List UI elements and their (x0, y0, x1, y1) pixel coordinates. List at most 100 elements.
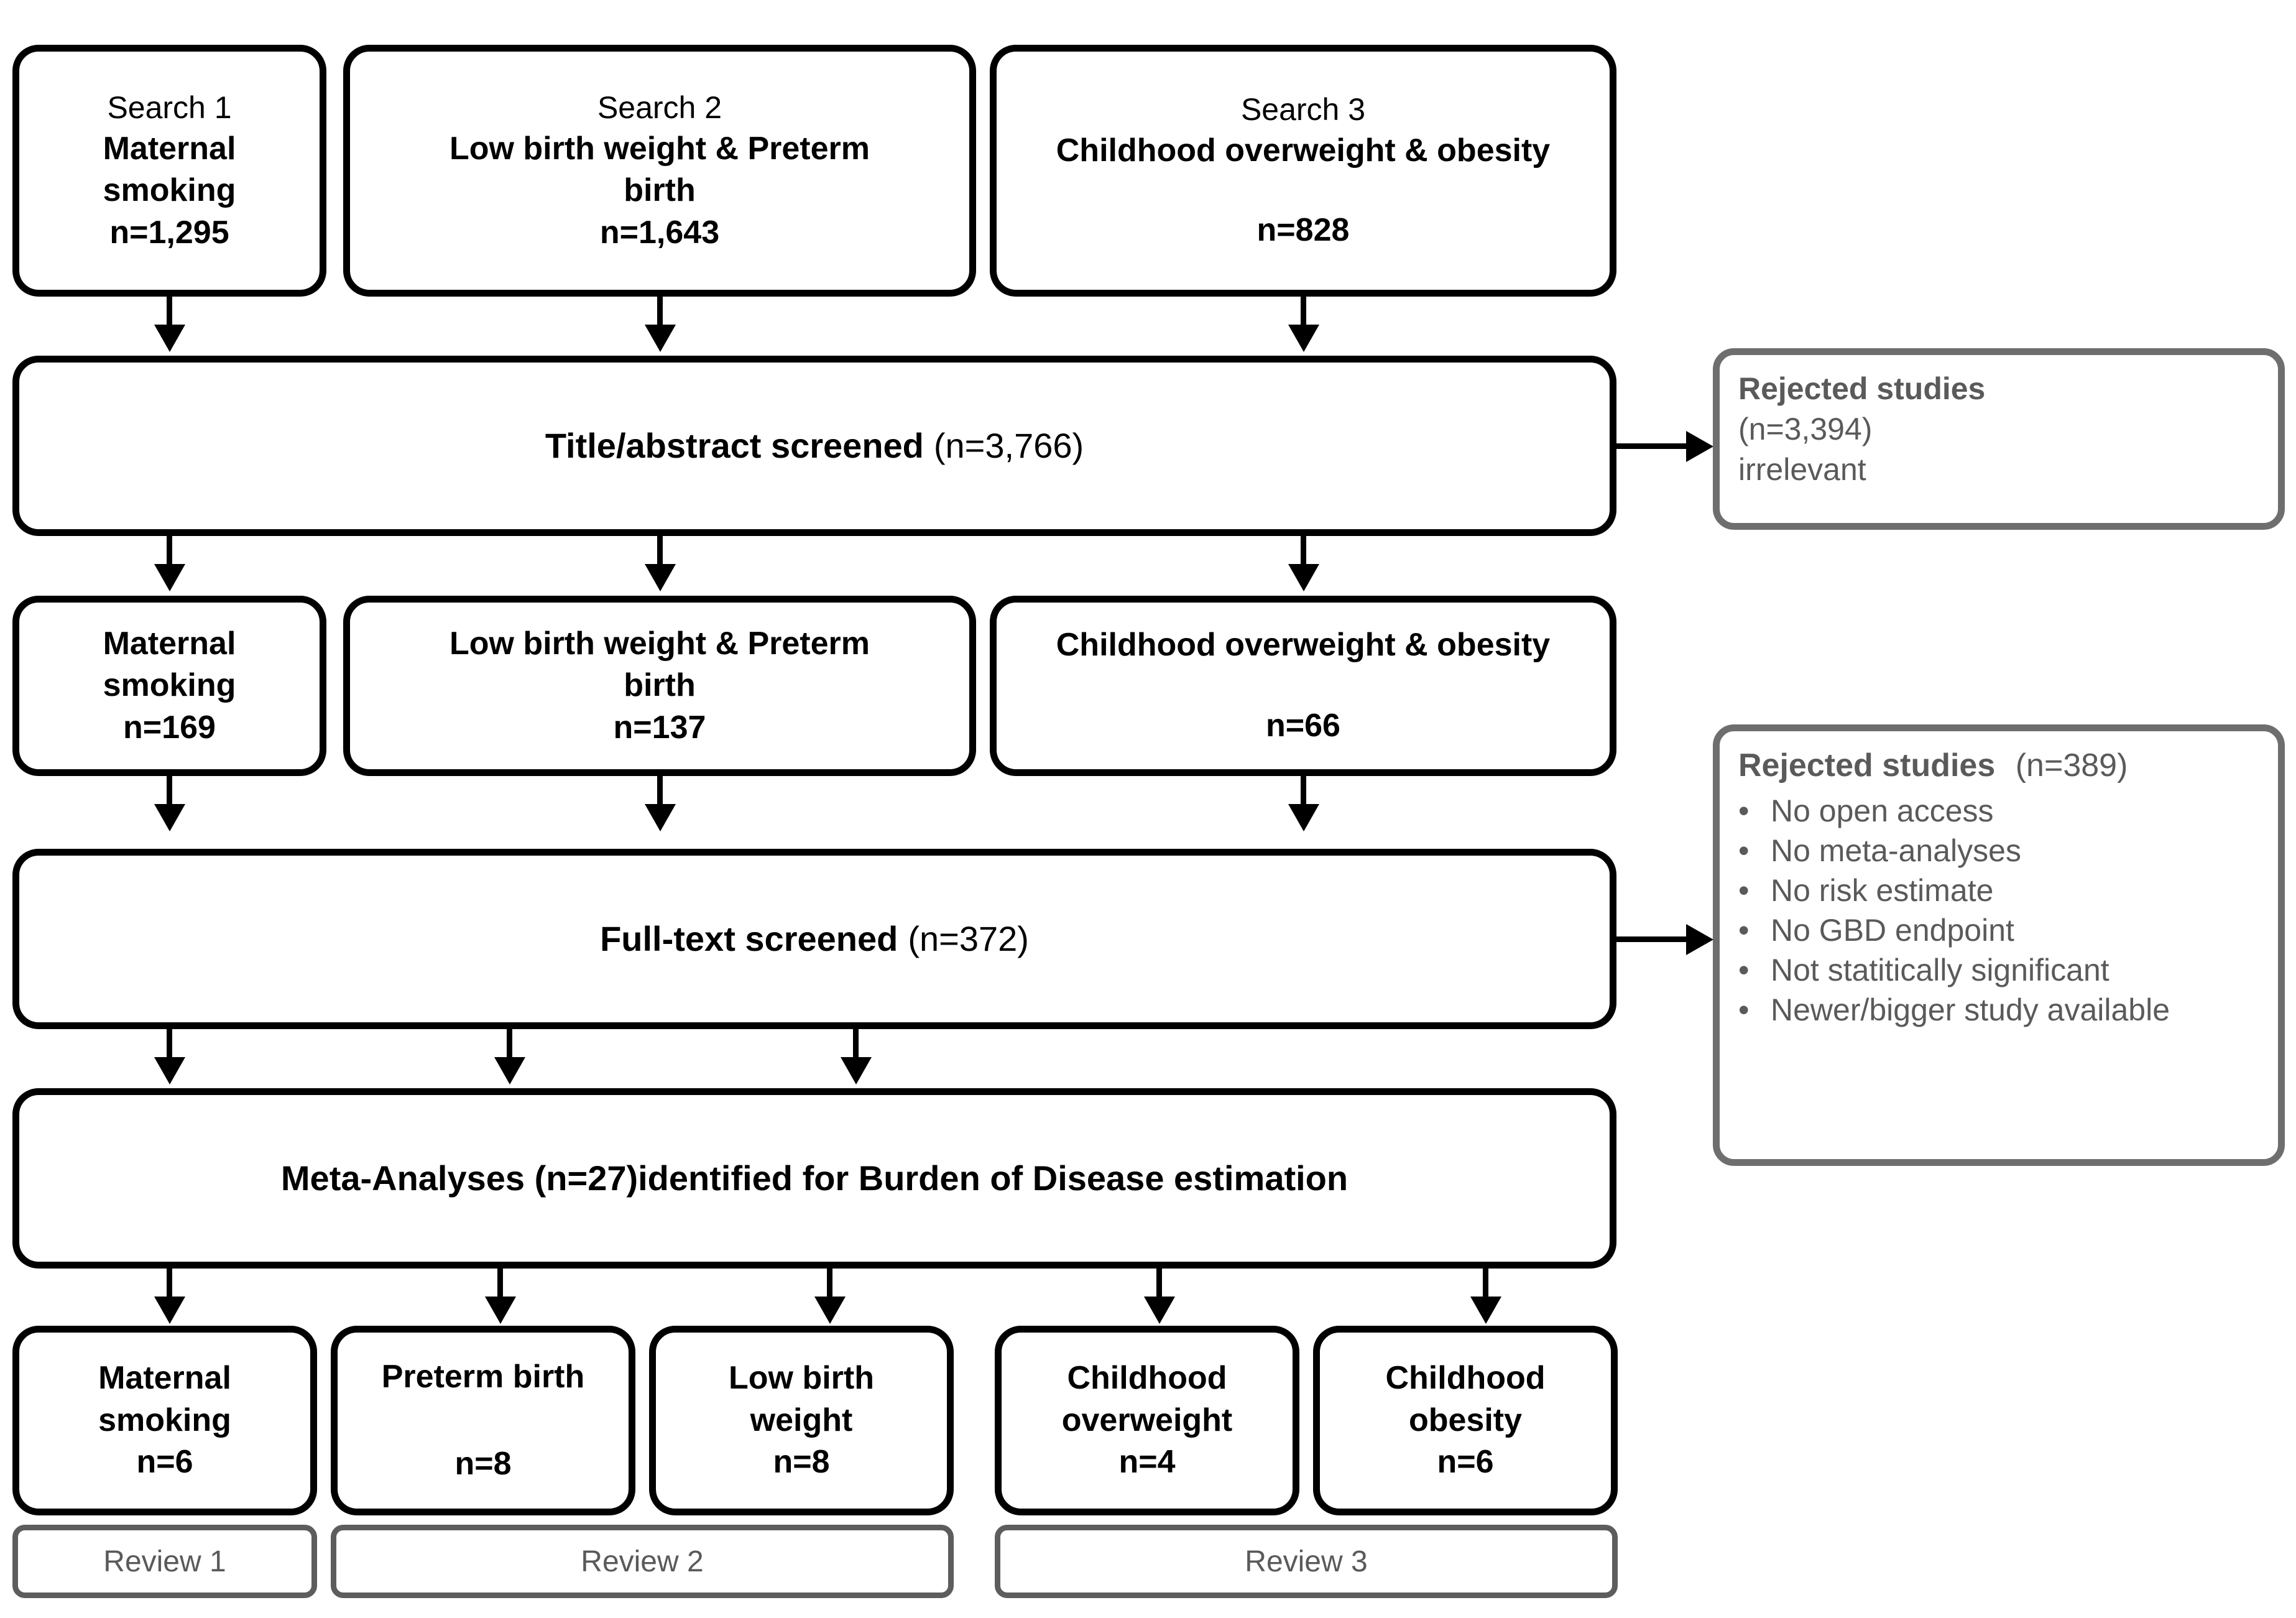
list-item: • Newer/bigger study available (1738, 990, 2261, 1030)
connector-outcome2-down (497, 1269, 503, 1307)
full-text-count: (n=372) (908, 918, 1029, 958)
outcome-box-1-count: n=6 (136, 1444, 193, 1481)
connector-search2-down (657, 297, 663, 335)
review-band-3: Review 3 (995, 1525, 1618, 1598)
outcome-box-2-count: n=8 (454, 1445, 512, 1482)
connector-outcome5-down (1483, 1269, 1488, 1307)
arrow-search1-down (154, 325, 185, 352)
review-band-2-label: Review 2 (581, 1545, 704, 1578)
connector-fulltext3-down (1301, 776, 1306, 815)
bullet-icon: • (1738, 833, 1750, 868)
search-box-3-count: n=828 (1256, 212, 1350, 248)
full-text-screened-box: Full-text screened (n=372) (12, 849, 1616, 1029)
topic-box-2-line1: Low birth weight & Preterm (449, 625, 870, 662)
connector-topic3-down (1301, 536, 1306, 575)
arrow-outcome1-down (154, 1297, 185, 1324)
connector-fulltext1-down (167, 776, 172, 815)
outcome-box-5-count: n=6 (1437, 1444, 1494, 1481)
connector-fulltext2-down (657, 776, 663, 815)
search-box-2: Search 2 Low birth weight & Preterm birt… (343, 45, 976, 297)
rejected-studies-box-1: Rejected studies (n=3,394) irrelevant (1713, 348, 2285, 530)
connector-outcome3-down (827, 1269, 832, 1307)
bullet-icon: • (1738, 952, 1750, 987)
arrow-meta3-down (841, 1057, 872, 1084)
arrow-meta1-down (154, 1057, 185, 1084)
connector-search3-down (1301, 297, 1306, 335)
arrow-topic3-down (1288, 564, 1319, 591)
connector-search1-down (167, 297, 172, 335)
rejected2-header-row: Rejected studies (n=389) (1738, 745, 2261, 787)
topic-box-2-line2: birth (624, 667, 696, 704)
outcome-box-low-birth-weight: Low birth weight n=8 (649, 1326, 954, 1515)
arrow-search3-down (1288, 325, 1319, 352)
arrow-outcome5-down (1470, 1297, 1501, 1324)
rejected2-item-1: No meta-analyses (1771, 833, 2021, 868)
meta-analyses-rest: identified for Burden of Disease estimat… (638, 1158, 1349, 1198)
outcome-box-3-line2: weight (750, 1402, 853, 1438)
search-box-2-title: Search 2 (597, 90, 722, 125)
outcome-box-4-count: n=4 (1118, 1444, 1176, 1481)
search-box-2-line2: Low birth weight & Preterm (449, 130, 870, 167)
arrow-rejected2-right (1686, 924, 1713, 955)
outcome-box-3-line1: Low birth (729, 1360, 874, 1397)
bullet-icon: • (1738, 793, 1750, 828)
review-band-1-label: Review 1 (103, 1545, 226, 1578)
rejected1-count: (n=3,394) (1738, 412, 1873, 446)
title-abstract-label: Title/abstract screened (545, 425, 924, 465)
connector-meta2-down (507, 1029, 512, 1068)
outcome-box-childhood-obesity: Childhood obesity n=6 (1313, 1326, 1618, 1515)
bullet-icon: • (1738, 912, 1750, 948)
topic-box-2-count: n=137 (613, 709, 706, 746)
arrow-outcome4-down (1144, 1297, 1175, 1324)
outcome-box-4-line2: overweight (1061, 1402, 1233, 1438)
arrow-rejected1-right (1686, 431, 1713, 462)
rejected2-item-5: Newer/bigger study available (1771, 992, 2170, 1027)
list-item: • No open access (1738, 791, 2261, 831)
outcome-box-childhood-overweight: Childhood overweight n=4 (995, 1326, 1299, 1515)
search-box-2-count: n=1,643 (599, 214, 720, 251)
list-item: • No risk estimate (1738, 871, 2261, 910)
connector-topic2-down (657, 536, 663, 575)
search-box-2-line3: birth (624, 172, 696, 209)
full-text-label: Full-text screened (600, 918, 898, 958)
search-box-1-line2: Maternal (103, 130, 236, 167)
rejected2-item-2: No risk estimate (1771, 872, 1994, 908)
search-box-1-count: n=1,295 (109, 214, 229, 251)
search-box-1-title: Search 1 (107, 90, 232, 125)
outcome-box-preterm-birth: Preterm birth n=8 (331, 1326, 635, 1515)
arrow-fulltext2-down (645, 804, 676, 831)
rejected-studies-box-2: Rejected studies (n=389) • No open acces… (1713, 724, 2285, 1166)
list-item: • No meta-analyses (1738, 831, 2261, 871)
connector-outcome1-down (167, 1269, 172, 1307)
search-box-3: Search 3 Childhood overweight & obesity … (990, 45, 1616, 297)
connector-rejected2-right (1616, 936, 1690, 942)
rejected2-count: (n=389) (2015, 747, 2128, 784)
outcome-box-3-count: n=8 (773, 1444, 830, 1481)
list-item: • No GBD endpoint (1738, 910, 2261, 950)
review-band-3-label: Review 3 (1245, 1545, 1368, 1578)
arrow-outcome3-down (814, 1297, 846, 1324)
meta-analyses-prefix: Meta-Analyses (n=27) (280, 1158, 639, 1198)
rejected2-item-0: No open access (1771, 793, 1994, 828)
topic-box-1-line2: smoking (103, 667, 236, 704)
rejected1-heading: Rejected studies (1738, 371, 1986, 406)
rejected2-item-3: No GBD endpoint (1771, 912, 2014, 948)
topic-box-lbw-preterm: Low birth weight & Preterm birth n=137 (343, 596, 976, 776)
connector-meta3-down (853, 1029, 859, 1068)
bullet-icon: • (1738, 872, 1750, 908)
topic-box-childhood-ow-ob: Childhood overweight & obesity n=66 (990, 596, 1616, 776)
rejected1-reason: irrelevant (1738, 452, 1866, 487)
arrow-outcome2-down (485, 1297, 516, 1324)
rejected2-reason-list: • No open access • No meta-analyses • No… (1738, 791, 2261, 1030)
review-band-2: Review 2 (331, 1525, 954, 1598)
outcome-box-maternal-smoking: Maternal smoking n=6 (12, 1326, 317, 1515)
connector-outcome4-down (1156, 1269, 1162, 1307)
arrow-topic2-down (645, 564, 676, 591)
outcome-box-2-line1: Preterm birth (381, 1358, 585, 1395)
rejected2-item-4: Not statitically significant (1771, 952, 2109, 987)
search-box-1-line3: smoking (103, 172, 236, 209)
connector-topic1-down (167, 536, 172, 575)
outcome-box-5-line2: obesity (1408, 1402, 1523, 1438)
title-abstract-count: (n=3,766) (933, 425, 1084, 465)
